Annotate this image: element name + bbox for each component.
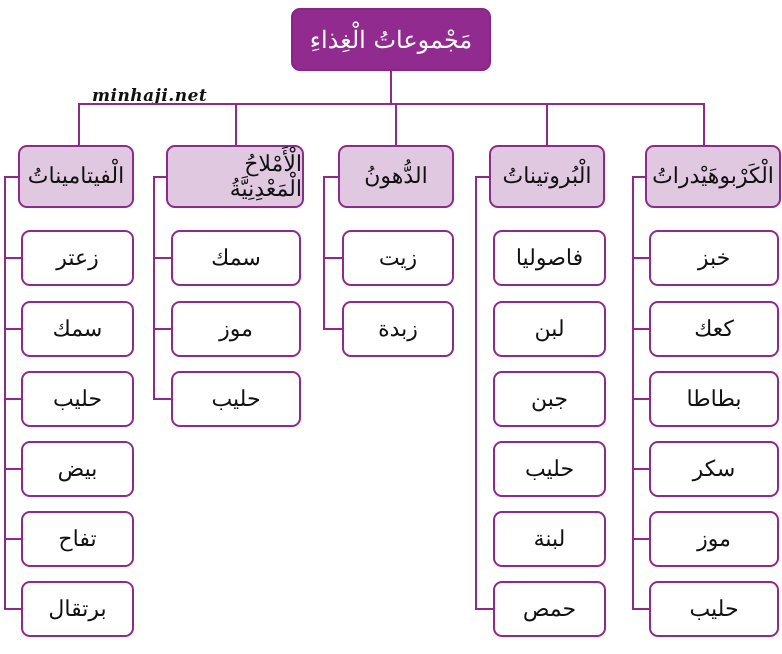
connector [4, 257, 22, 259]
spine-fats [323, 176, 325, 329]
item-label: بيض [57, 456, 98, 482]
item-label: زعتر [56, 245, 99, 271]
item-label: سكر [692, 456, 736, 482]
spine-minerals [153, 176, 155, 399]
item-proteins-4: حليب [493, 441, 606, 497]
watermark-text: minhaji.net [92, 86, 208, 106]
connector-proteins-down [546, 103, 548, 146]
spine-vitamins [4, 176, 6, 609]
item-label: زبدة [378, 316, 418, 342]
item-label: حليب [52, 386, 103, 412]
item-vitamins-1: زعتر [21, 230, 134, 286]
category-label: الدُّهونُ [364, 164, 428, 189]
category-fats: الدُّهونُ [338, 145, 454, 208]
connector [153, 398, 172, 400]
item-proteins-2: لبن [493, 301, 606, 357]
connector [632, 257, 650, 259]
category-carbohydrates: الْكَرْبوهَيْدراتُ [645, 145, 781, 208]
item-carbs-4: سكر [649, 441, 779, 497]
category-label: الْبُروتيناتُ [502, 164, 592, 189]
item-label: حمص [522, 596, 577, 622]
connector [475, 608, 494, 610]
spine-carbohydrates [632, 176, 634, 609]
item-label: كعك [694, 316, 734, 342]
item-vitamins-3: حليب [21, 371, 134, 427]
connector [323, 176, 339, 178]
item-label: سمك [52, 316, 103, 342]
connector-vitamins-down [78, 103, 80, 146]
item-fats-2: زبدة [342, 301, 454, 357]
item-label: فاصوليا [515, 245, 584, 271]
connector-root-down [390, 71, 392, 104]
item-label: سمك [211, 245, 261, 271]
item-proteins-3: جبن [493, 371, 606, 427]
category-label: الْكَرْبوهَيْدراتُ [652, 164, 774, 189]
root-label: مَجْموعاتُ الْغِذاءِ [309, 25, 473, 54]
connector [4, 608, 22, 610]
item-fats-1: زيت [342, 230, 454, 286]
item-label: زيت [378, 245, 418, 271]
connector-horizontal-main [78, 103, 705, 105]
connector [153, 176, 167, 178]
item-label: برتقال [48, 596, 107, 622]
connector [4, 398, 22, 400]
item-proteins-5: لبنة [493, 511, 606, 567]
item-minerals-1: سمك [171, 230, 301, 286]
item-label: لبن [534, 316, 565, 342]
connector [4, 538, 22, 540]
item-label: جبن [531, 386, 568, 412]
item-proteins-6: حمص [493, 581, 606, 637]
connector [4, 468, 22, 470]
connector [323, 328, 343, 330]
connector [632, 608, 650, 610]
connector [153, 257, 172, 259]
item-label: حليب [211, 386, 261, 412]
item-vitamins-2: سمك [21, 301, 134, 357]
root-node-food-groups: مَجْموعاتُ الْغِذاءِ [291, 8, 491, 71]
category-label: الْأَمْلاحُ الْمَعْدِنِيَّةُ [229, 151, 302, 202]
connector-carbs-down [703, 103, 705, 146]
category-minerals: الْأَمْلاحُ الْمَعْدِنِيَّةُ [166, 145, 304, 208]
item-label: حليب [689, 596, 739, 622]
item-carbs-6: حليب [649, 581, 779, 637]
spine-proteins [475, 176, 477, 609]
item-vitamins-6: برتقال [21, 581, 134, 637]
connector [323, 257, 343, 259]
category-proteins: الْبُروتيناتُ [489, 145, 605, 208]
category-label: الْفيتاميناتُ [27, 164, 125, 189]
item-carbs-5: موز [649, 511, 779, 567]
item-carbs-3: بطاطا [649, 371, 779, 427]
item-label: حليب [524, 456, 575, 482]
item-vitamins-4: بيض [21, 441, 134, 497]
connector [632, 398, 650, 400]
connector [475, 176, 490, 178]
connector [632, 176, 646, 178]
connector [632, 538, 650, 540]
connector [632, 328, 650, 330]
connector-fats-down [395, 103, 397, 146]
connector [4, 176, 19, 178]
connector [632, 468, 650, 470]
item-carbs-1: خبز [649, 230, 779, 286]
item-label: لبنة [533, 526, 566, 552]
item-label: موز [697, 526, 731, 552]
item-carbs-2: كعك [649, 301, 779, 357]
item-vitamins-5: تفاح [21, 511, 134, 567]
item-minerals-3: حليب [171, 371, 301, 427]
item-minerals-2: موز [171, 301, 301, 357]
connector [153, 328, 172, 330]
item-label: بطاطا [686, 386, 742, 412]
connector-minerals-down [235, 103, 237, 146]
item-proteins-1: فاصوليا [493, 230, 606, 286]
connector [4, 328, 22, 330]
item-label: خبز [697, 245, 731, 271]
item-label: تفاح [58, 526, 97, 552]
item-label: موز [219, 316, 253, 342]
category-vitamins: الْفيتاميناتُ [18, 145, 134, 208]
